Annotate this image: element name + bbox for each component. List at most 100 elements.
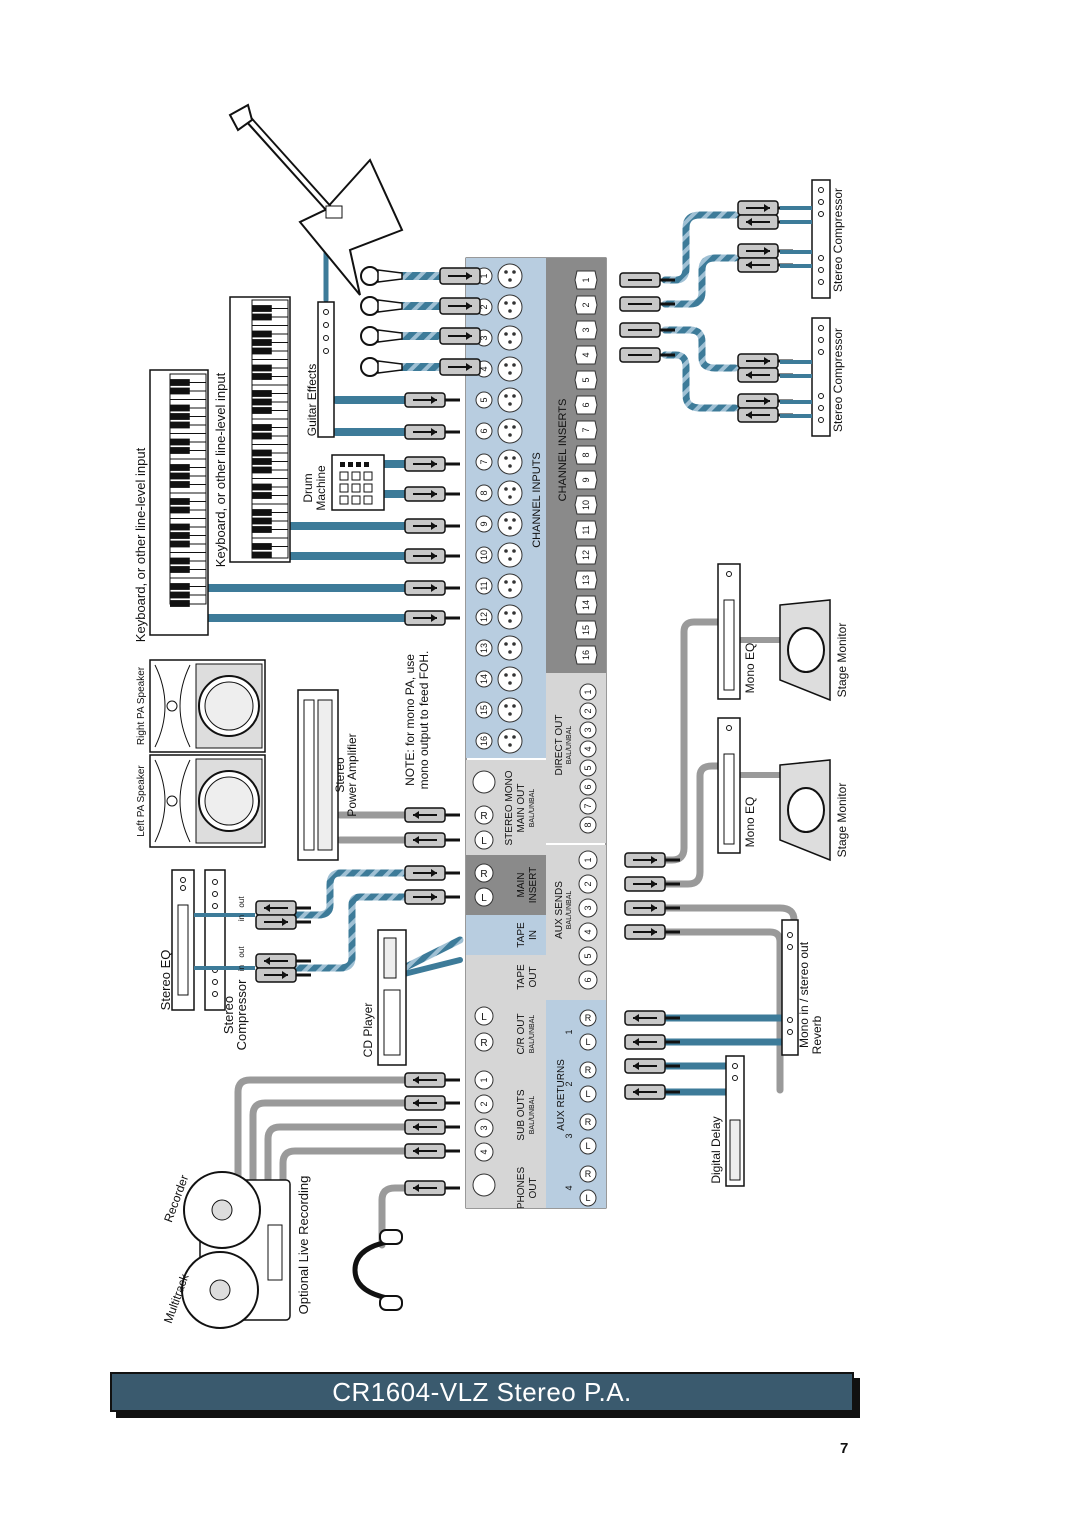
headphones-icon [352, 1229, 403, 1311]
digital-delay [725, 1055, 745, 1187]
input-plug-11 [404, 580, 460, 596]
input-plug-7 [404, 456, 460, 472]
aux-return-number: 3 [564, 1133, 574, 1138]
aux-send-number: 2 [583, 881, 593, 886]
label-tape-2: TAPE [516, 964, 527, 990]
channel-number: 1 [479, 273, 489, 278]
label-sub-outs-sub: BAL/UNBAL [529, 1096, 536, 1135]
compressor-links [780, 206, 812, 418]
page-title: CR1604-VLZ Stereo P.A. [332, 1376, 632, 1407]
stereo-compressor-mid [811, 317, 831, 437]
label-tape-out: OUT [528, 966, 539, 987]
guitar-icon [228, 103, 404, 296]
keyboard-2-label: Keyboard, or other line-level input [213, 372, 228, 567]
channel-jack-12: 12 [475, 604, 523, 630]
main-insert-plug [404, 889, 460, 905]
aux-send-jack-4: 4 [578, 922, 598, 942]
channel-number: 12 [479, 612, 489, 622]
sub-out-number: 2 [479, 1101, 489, 1106]
aux-return-2: RL2 [564, 1061, 597, 1103]
digital-delay-label: Digital Delay [709, 1116, 723, 1183]
aux-return-side: R [585, 1013, 592, 1023]
mono-eq-1 [717, 563, 741, 700]
microphone-icon-1 [360, 266, 403, 286]
comp-out-2: out [237, 946, 246, 958]
right-side-plugs [619, 200, 793, 1100]
power-amp-label-1: Stereo [333, 757, 347, 793]
aux-send-jack-1: 1 [578, 850, 598, 870]
main-out-plug [404, 807, 460, 823]
insert-plug-2 [619, 296, 675, 312]
sub-out-number: 1 [479, 1077, 489, 1082]
main-out-l: L [481, 836, 487, 847]
channel-number: 10 [479, 550, 489, 560]
note-line-2: mono output to feed FOH. [417, 651, 431, 790]
stereo-eq [171, 869, 195, 1011]
insert-jack-5: 5 [574, 370, 598, 390]
left-comp-plug-b-0 [255, 914, 311, 930]
label-direct-out-sub: BAL/UNBAL [566, 726, 573, 765]
aux-send-plug-2 [624, 876, 680, 892]
sub-out-jack-3: 3 [474, 1118, 494, 1138]
aux-return-side: L [585, 1141, 590, 1151]
insert-jack-8: 8 [574, 445, 598, 465]
insert-plug-3 [619, 322, 675, 338]
stage-monitor-2-label: Stage Monitor [835, 783, 849, 858]
mono-eq-2 [717, 717, 741, 854]
main-insert-plug [404, 865, 460, 881]
guitar-effects-label: Guitar Effects [305, 364, 319, 436]
insert-number: 13 [581, 575, 591, 585]
label-aux-returns: AUX RETURNS [556, 1059, 567, 1131]
channel-number: 7 [479, 459, 489, 464]
direct-number: 5 [583, 765, 593, 770]
aux-send-plug-3 [624, 900, 680, 916]
insert-jack-3: 3 [574, 320, 598, 340]
output-cables [661, 211, 803, 1096]
insert-number: 10 [581, 500, 591, 510]
insert-number: 9 [581, 477, 591, 482]
eq-comp-links [194, 913, 255, 970]
main-out-r: R [480, 811, 487, 822]
mic-plug-2 [439, 297, 481, 315]
label-cr-out-sub: BAL/UNBAL [529, 1015, 536, 1054]
mic-plug-3 [439, 327, 481, 345]
channel-jack-16: 16 [475, 728, 523, 754]
direct-number: 1 [583, 689, 593, 694]
insert-number: 6 [581, 402, 591, 407]
note-line-1: NOTE: for mono PA, use [403, 654, 417, 786]
insert-number: 16 [581, 650, 591, 660]
insert-jack-10: 10 [574, 495, 598, 515]
insert-number: 3 [581, 327, 591, 332]
aux-return-plug-4 [624, 1084, 680, 1100]
comp-in-1: in [237, 915, 246, 921]
aux-return-side: L [585, 1037, 590, 1047]
direct-number: 2 [583, 708, 593, 713]
channel-number: 16 [479, 736, 489, 746]
cd-player [377, 929, 407, 1066]
aux-send-number: 6 [583, 977, 593, 982]
aux-send-number: 5 [583, 953, 593, 958]
insert-number: 11 [581, 525, 591, 534]
multitrack-recorder [181, 1171, 291, 1329]
channel-number: 15 [479, 705, 489, 715]
aux-return-side: R [585, 1065, 592, 1075]
label-phones: PHONES [516, 1167, 527, 1210]
insert-jack-7: 7 [574, 420, 598, 440]
power-amp-label-2: Power Amplifier [345, 733, 359, 816]
direct-jack-8: 8 [579, 816, 597, 834]
left-pa-speaker [149, 754, 266, 848]
channel-number: 13 [479, 643, 489, 653]
channel-jack-5: 5 [475, 387, 523, 413]
channel-number: 8 [479, 490, 489, 495]
input-plug-9 [404, 518, 460, 534]
aux-return-plug-1 [624, 1010, 680, 1026]
aux-return-1: RL1 [564, 1009, 597, 1051]
label-sub-outs: SUB OUTS [516, 1089, 527, 1140]
sub-out-plug [404, 1119, 460, 1135]
keyboard-1-label: Keyboard, or other line-level input [133, 447, 148, 642]
sub-out-jack-1: 1 [474, 1070, 494, 1090]
